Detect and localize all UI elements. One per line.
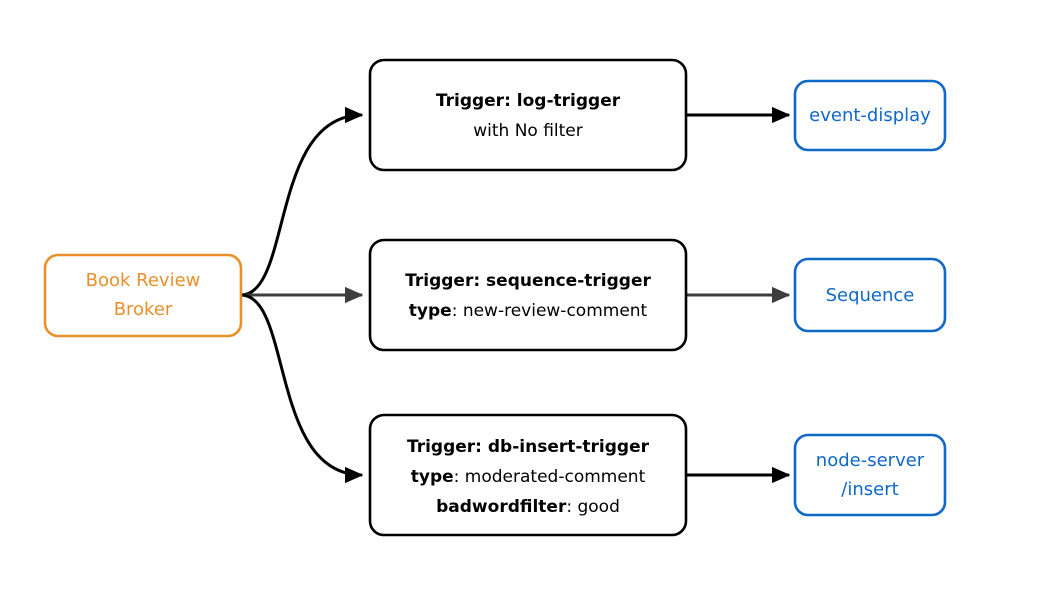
node-book-review-broker[interactable]: Book Review Broker — [43, 253, 243, 338]
trigger-sequence-trigger-line2-rest: : new-review-comment — [452, 301, 648, 321]
node-trigger-log-trigger[interactable]: Trigger: log-trigger with No filter — [368, 58, 688, 172]
trigger-sequence-trigger-line1-bold: Trigger: sequence-trigger — [405, 271, 651, 291]
target-sequence-label: Sequence — [826, 285, 915, 306]
trigger-log-trigger-line1-bold: Trigger: log-trigger — [436, 91, 621, 111]
trigger-log-trigger-line1: Trigger: log-trigger — [436, 91, 621, 111]
trigger-log-trigger-line2: with No filter — [473, 121, 583, 141]
trigger-db-insert-trigger-line3-bold: badwordfilter — [436, 497, 567, 517]
node-target-node-server-insert[interactable]: node-server /insert — [793, 433, 947, 517]
node-trigger-db-insert-trigger[interactable]: Trigger: db-insert-trigger type: moderat… — [368, 413, 688, 537]
trigger-db-insert-trigger-line2: type: moderated-comment — [411, 467, 646, 487]
target-sequence-box[interactable] — [793, 257, 947, 333]
book-review-broker-label-line2: Broker — [114, 299, 173, 320]
edge-group-triggers-to-targets — [686, 106, 791, 484]
target-event-display-box[interactable] — [793, 79, 947, 152]
target-node-server-insert-box[interactable] — [793, 433, 947, 517]
trigger-db-insert-trigger-line3-rest: : good — [566, 497, 620, 517]
node-target-event-display[interactable]: event-display — [793, 79, 947, 152]
node-trigger-sequence-trigger[interactable]: Trigger: sequence-trigger type: new-revi… — [368, 238, 688, 352]
trigger-log-trigger-box[interactable] — [368, 58, 688, 172]
trigger-sequence-trigger-line2: type: new-review-comment — [409, 301, 648, 321]
target-node-server-insert-label-line1: node-server — [816, 450, 925, 471]
target-event-display-label: event-display — [809, 105, 931, 126]
trigger-db-insert-trigger-box[interactable] — [368, 413, 688, 537]
edge-broker-to-db-insert-trigger — [240, 293, 364, 484]
trigger-sequence-trigger-line2-bold: type — [409, 301, 452, 321]
trigger-db-insert-trigger-line2-rest: : moderated-comment — [454, 467, 646, 487]
trigger-db-insert-trigger-line3: badwordfilter: good — [436, 497, 620, 517]
trigger-sequence-trigger-box[interactable] — [368, 238, 688, 352]
book-review-broker-label-line1: Book Review — [86, 270, 201, 291]
trigger-db-insert-trigger-line1: Trigger: db-insert-trigger — [407, 437, 650, 457]
node-target-sequence[interactable]: Sequence — [793, 257, 947, 333]
edge-group-broker-to-triggers — [240, 106, 364, 484]
trigger-log-trigger-line2-rest: with No filter — [473, 121, 583, 141]
target-node-server-insert-label-line2: /insert — [841, 479, 898, 500]
trigger-db-insert-trigger-line1-bold: Trigger: db-insert-trigger — [407, 437, 650, 457]
trigger-sequence-trigger-line1: Trigger: sequence-trigger — [405, 271, 651, 291]
edge-broker-to-log-trigger — [240, 106, 364, 297]
trigger-db-insert-trigger-line2-bold: type — [411, 467, 454, 487]
book-review-broker-box[interactable] — [43, 253, 243, 338]
